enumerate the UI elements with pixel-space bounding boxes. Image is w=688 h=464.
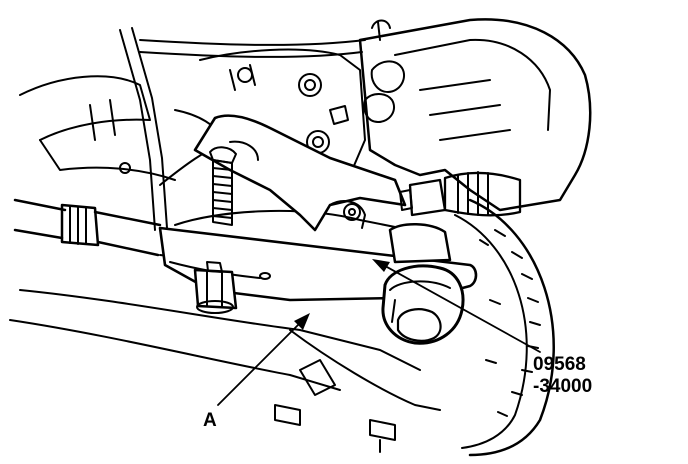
pressure-bolt xyxy=(209,146,237,226)
brake-disc xyxy=(454,198,555,457)
brake-caliper xyxy=(358,18,592,212)
steering-knuckle xyxy=(199,48,366,196)
subframe xyxy=(19,75,231,186)
ball-joint xyxy=(381,223,465,345)
tie-rod-boot xyxy=(399,171,522,217)
brake-hoses xyxy=(119,27,366,231)
drive-shaft xyxy=(13,198,162,257)
tool-number-label: 09568 -34000 xyxy=(533,354,593,397)
tool-upper-jaw xyxy=(193,114,407,232)
tool-nut xyxy=(193,261,238,314)
lower-control-arm xyxy=(9,289,441,453)
part-a-leader xyxy=(217,313,310,406)
part-a-label: A xyxy=(203,410,217,431)
tool-number-leader xyxy=(372,259,541,353)
